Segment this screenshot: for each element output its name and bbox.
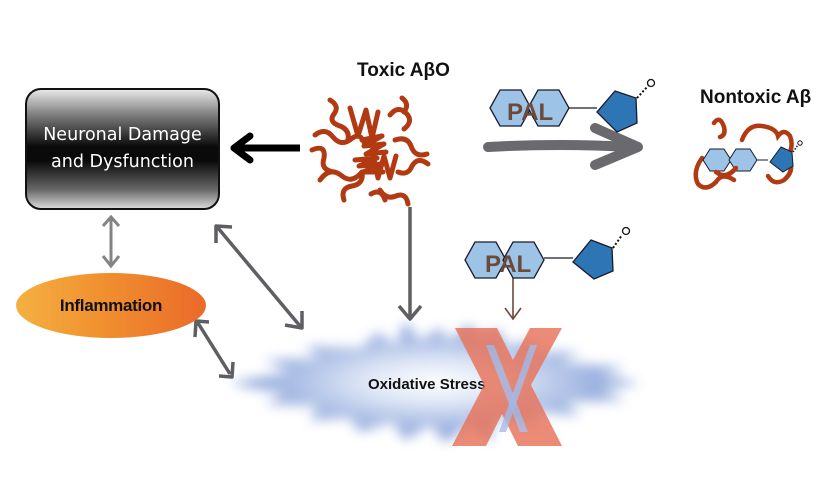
- arrow-inflammation-oxidative: [193, 319, 235, 379]
- toxic-abo-aggregate-icon: [309, 95, 431, 207]
- neuronal-damage-line2: and Dysfunction: [51, 152, 194, 172]
- toxic-abo-label: Toxic AβO: [357, 60, 450, 81]
- pal-molecule-bottom: [464, 226, 631, 280]
- pal-molecule-top: [489, 78, 656, 133]
- inflammation-label: Inflammation: [59, 295, 163, 315]
- oxidative-stress-label: Oxidative Stress: [368, 376, 486, 393]
- arrow-toxic-to-neuronal: [230, 132, 300, 164]
- nontoxic-ab-label: Nontoxic Aβ: [700, 87, 811, 108]
- pal-top-label: PAL: [507, 99, 553, 126]
- arrow-neuronal-oxidative: [214, 224, 304, 330]
- arrow-toxic-to-oxidative: [397, 207, 423, 321]
- neuronal-damage-line1: Neuronal Damage: [43, 125, 202, 145]
- arrow-pal-inhibits: [504, 278, 522, 321]
- pal-bottom-label: PAL: [485, 251, 531, 278]
- neuronal-damage-node: Neuronal Damage and Dysfunction: [25, 88, 220, 210]
- inflammation-node: Inflammation: [16, 273, 206, 338]
- nontoxic-ab-complex-icon: [693, 117, 803, 190]
- inhibition-cross-icon: [452, 328, 562, 446]
- arrow-toxic-to-nontoxic: [483, 123, 643, 170]
- arrow-neuronal-inflammation: [101, 214, 121, 269]
